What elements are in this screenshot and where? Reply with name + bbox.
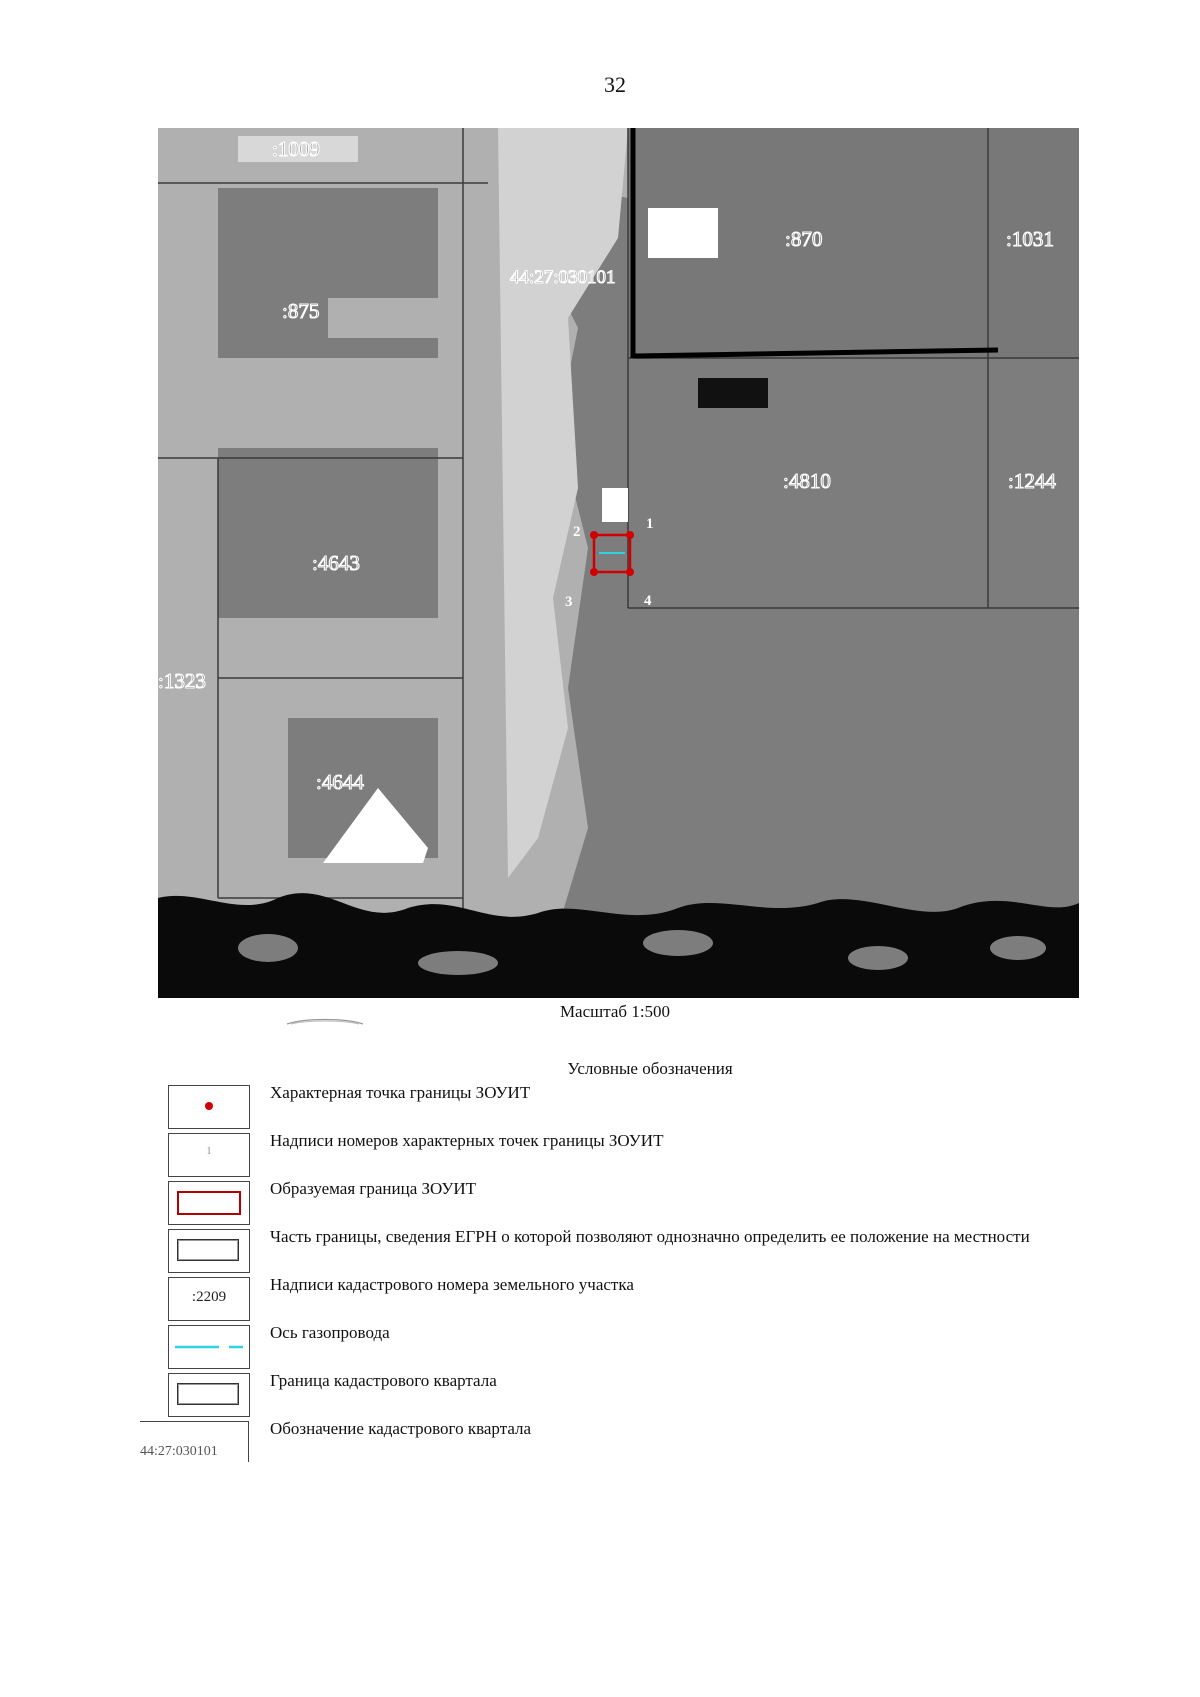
point-label-1: 1 xyxy=(646,516,654,532)
dark-patch xyxy=(698,378,768,408)
legend-swatch xyxy=(168,1373,250,1417)
parcel-label-1323: :1323 xyxy=(158,669,206,693)
parcel-label-4810: :4810 xyxy=(783,469,831,493)
legend-text: Обозначение кадастрового квартала xyxy=(270,1419,532,1438)
light-patch xyxy=(238,136,358,162)
legend-text: Граница кадастрового квартала xyxy=(270,1371,497,1390)
zouit-point-2 xyxy=(590,531,598,539)
legend-swatch: 1 xyxy=(168,1133,250,1177)
parcel-label-4643: :4643 xyxy=(312,551,360,575)
red-point-icon xyxy=(205,1102,213,1110)
zouit-point-4 xyxy=(626,568,634,576)
building-4643 xyxy=(218,448,438,618)
road-strip xyxy=(498,128,628,878)
legend-text: Ось газопровода xyxy=(270,1323,390,1342)
page-number: 32 xyxy=(604,72,626,97)
quarter-label: 44:27:030101 xyxy=(510,267,616,288)
legend-swatch xyxy=(168,1325,250,1369)
parcel-label-1031: :1031 xyxy=(1006,227,1054,251)
parcel-label-875: :875 xyxy=(282,299,319,323)
legend-text: Надписи номеров характерных точек границ… xyxy=(270,1131,664,1150)
quarter-boundary-icon xyxy=(177,1383,239,1405)
legend-title: Условные обозначения xyxy=(567,1059,733,1078)
legend-text: Характерная точка границы ЗОУИТ xyxy=(270,1083,531,1102)
legend-text: Часть границы, сведения ЕГРН о которой п… xyxy=(270,1227,1030,1246)
point-number-icon: 1 xyxy=(206,1146,212,1157)
quarter-number-icon: 44:27:030101 xyxy=(140,1421,249,1462)
vegetation-gaps xyxy=(238,930,1046,975)
parcel-label-1244: :1244 xyxy=(1008,469,1056,493)
red-rectangle-icon xyxy=(177,1191,241,1215)
vegetation-band xyxy=(158,893,1079,998)
point-label-2: 2 xyxy=(573,524,581,540)
scale-ornament-icon xyxy=(286,1018,364,1025)
map-canvas: 1 2 3 4 :1009 :875 :870 :1031 :4810 :124… xyxy=(158,128,1079,998)
legend-text: Надписи кадастрового номера земельного у… xyxy=(270,1275,634,1294)
legend-swatch xyxy=(168,1229,250,1273)
legend-swatch xyxy=(168,1085,250,1129)
parcel-number-icon: :2209 xyxy=(191,1289,227,1305)
map-scale: Масштаб 1:500 xyxy=(559,1002,671,1021)
dark-fence-horizontal xyxy=(632,347,999,359)
point-label-3: 3 xyxy=(565,594,573,610)
point-label-4: 4 xyxy=(644,593,652,609)
building-875-wing xyxy=(328,298,438,338)
zouit-point-3 xyxy=(590,568,598,576)
quarter-number-sample: 44:27:030101 xyxy=(140,1444,218,1459)
legend-swatch: :2209 xyxy=(168,1277,250,1321)
legend-text: Образуемая граница ЗОУИТ xyxy=(270,1179,477,1198)
white-patch xyxy=(648,208,718,258)
cadastral-map: 1 2 3 4 :1009 :875 :870 :1031 :4810 :124… xyxy=(158,128,1079,998)
parcel-label-4644: :4644 xyxy=(316,770,364,794)
legend-swatch xyxy=(168,1181,250,1225)
parcel-boundaries xyxy=(158,128,1079,938)
cyan-dash-line-icon xyxy=(175,1345,243,1349)
gray-rectangle-icon xyxy=(177,1239,239,1261)
white-marker xyxy=(602,488,628,522)
parcel-label-870: :870 xyxy=(785,227,822,251)
parcel-label-1009: :1009 xyxy=(272,137,320,161)
zouit-boundary xyxy=(592,533,632,574)
zouit-point-1 xyxy=(626,531,634,539)
roof-highlight xyxy=(323,788,428,863)
